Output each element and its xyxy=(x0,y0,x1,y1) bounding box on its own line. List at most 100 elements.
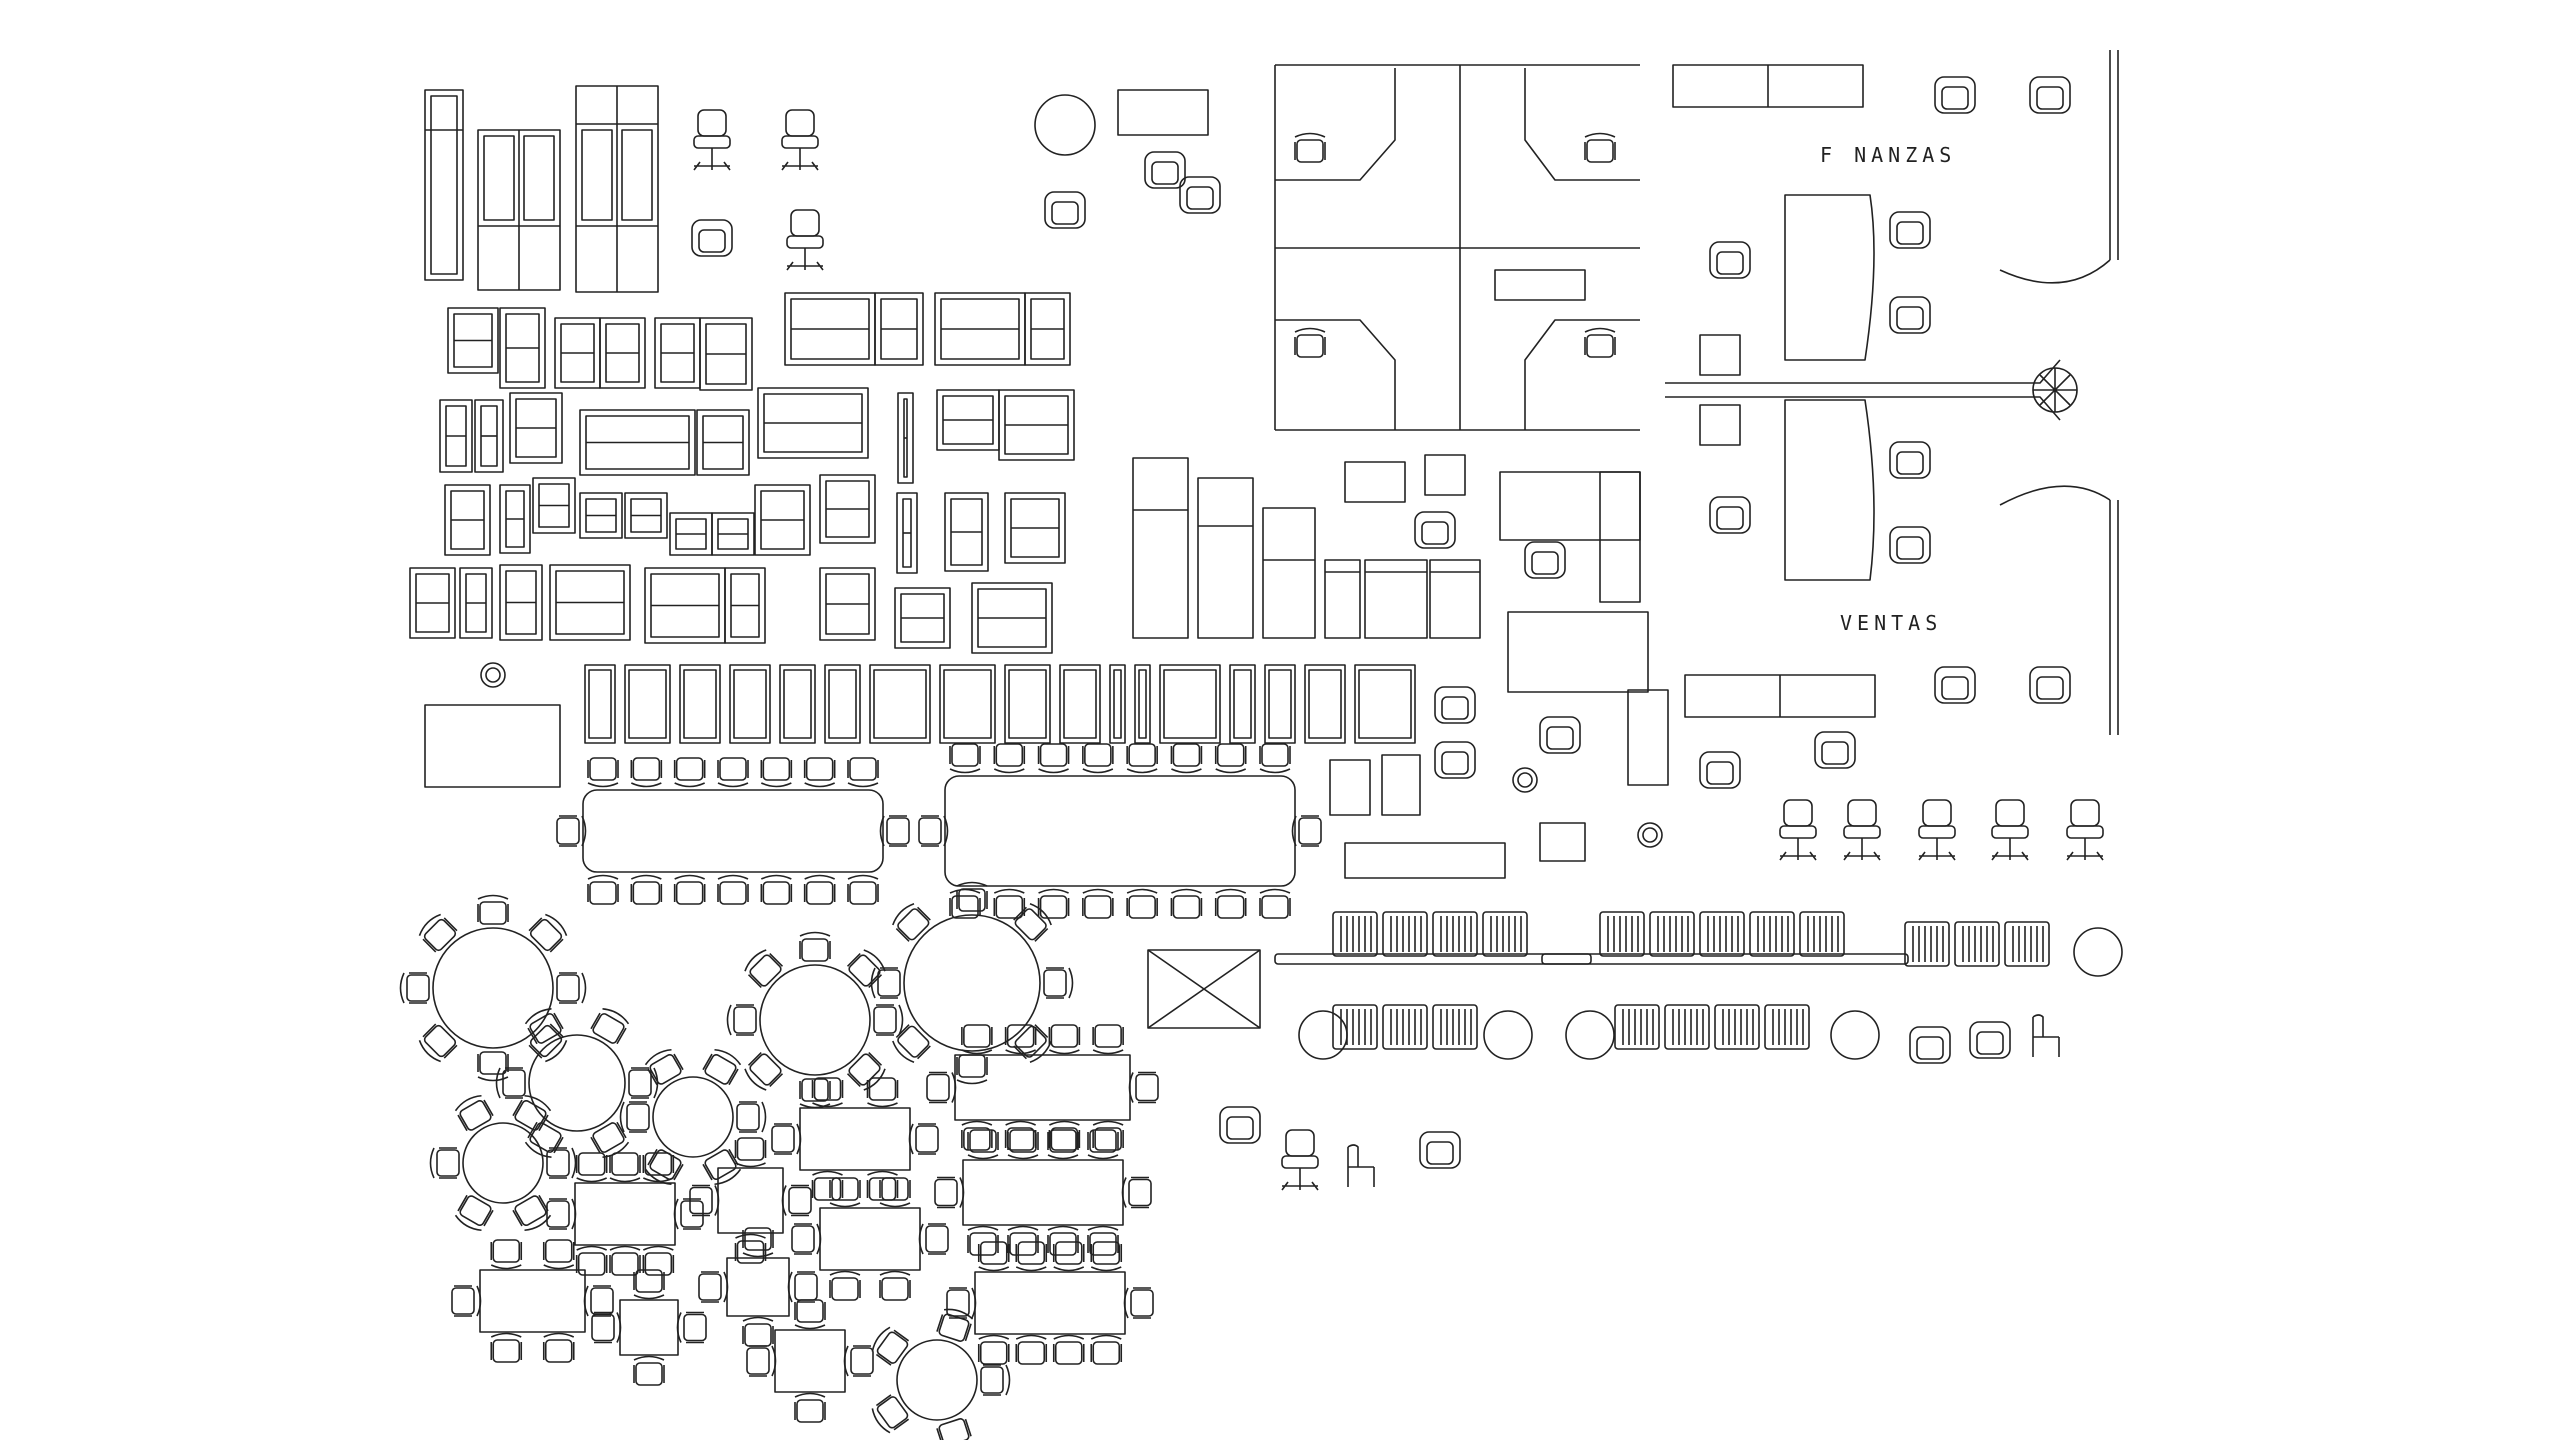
chair-icon xyxy=(451,1285,482,1317)
table-icon xyxy=(771,1077,939,1201)
chair-icon xyxy=(1015,1334,1048,1365)
cabinet-icon xyxy=(579,409,696,476)
bench-seat-icon xyxy=(2004,921,2050,967)
bench-seat-icon xyxy=(1664,1004,1710,1050)
bench-icon xyxy=(1274,911,1592,965)
cabinet-icon xyxy=(939,664,996,744)
executive-chairs xyxy=(691,109,824,271)
chair-icon xyxy=(803,757,836,788)
room-label-finanzas: F NANZAS xyxy=(1820,143,1956,167)
table-icon xyxy=(791,1177,949,1301)
potted-plant-icon xyxy=(2032,367,2078,413)
chair-icon xyxy=(741,1050,785,1094)
table-icon xyxy=(689,1137,812,1264)
chair-icon xyxy=(1126,743,1158,774)
table-icon xyxy=(429,1091,577,1235)
bench-seat-icon xyxy=(1599,911,1645,957)
cabinet-icon xyxy=(444,484,491,556)
chair-icon xyxy=(587,757,619,788)
chair-icon xyxy=(868,1324,912,1368)
chair-icon xyxy=(542,1239,575,1270)
chair-icon xyxy=(628,1067,659,1099)
chair-icon xyxy=(526,1021,570,1065)
chair-icon xyxy=(490,1239,523,1270)
chair-icon xyxy=(829,1270,861,1301)
cabinet-icon xyxy=(754,484,811,556)
chair-icon xyxy=(495,1067,526,1099)
chair-icon xyxy=(399,972,430,1004)
bench-seat-icon xyxy=(1904,921,1950,967)
cabinet-icon xyxy=(499,307,546,389)
waiting-bench-seating xyxy=(1274,911,2123,1060)
chair-icon xyxy=(741,946,785,990)
bench-seat-icon xyxy=(1649,911,1695,957)
table-icon xyxy=(619,1045,767,1189)
chair-icon xyxy=(416,1021,460,1065)
cabinet-icon xyxy=(1004,664,1051,744)
chair-icon xyxy=(583,1285,614,1317)
chair-icon xyxy=(868,1392,912,1436)
chair-icon xyxy=(609,1245,641,1276)
cabinet-icon xyxy=(644,567,726,644)
tall-cabinets xyxy=(424,85,659,293)
cabinet-icon xyxy=(654,317,701,389)
cabinet-icon xyxy=(509,392,563,464)
cabinet-icon xyxy=(971,582,1053,654)
chair-icon xyxy=(746,1345,777,1377)
chair-icon xyxy=(1121,1176,1152,1209)
cabinet-icon xyxy=(944,492,989,572)
table-icon xyxy=(556,757,910,905)
chair-icon xyxy=(556,972,587,1004)
chair-icon xyxy=(961,1120,993,1151)
ottoman-icon xyxy=(1483,1010,1533,1060)
bench-icon xyxy=(1904,921,2050,967)
cabinet-icon xyxy=(679,664,721,744)
bench-seat-icon xyxy=(1482,911,1528,957)
cabinet-icon xyxy=(1364,559,1428,639)
cabinet-icon xyxy=(874,292,924,366)
chair-icon xyxy=(967,1225,999,1256)
bench-icon xyxy=(1541,911,1909,965)
table-icon xyxy=(495,1004,659,1162)
dining-table-sets xyxy=(399,881,1159,1440)
bench-seat-icon xyxy=(1764,1004,1810,1050)
chair-icon xyxy=(1214,743,1247,774)
chair-icon xyxy=(934,1176,965,1209)
cabinet-icon xyxy=(819,567,876,641)
chair-icon xyxy=(935,1305,975,1344)
cabinet-icon xyxy=(894,587,951,649)
chair-icon xyxy=(980,1364,1011,1396)
cabinet-icon xyxy=(896,492,918,574)
chair-icon xyxy=(993,743,1026,774)
cabinet-icon xyxy=(584,664,616,744)
cabinet-icon xyxy=(824,664,861,744)
chair-icon xyxy=(956,1054,988,1085)
cabinet-icon xyxy=(897,392,914,484)
table-icon xyxy=(746,1299,874,1423)
chair-icon xyxy=(609,1152,641,1183)
office-finanzas-ventas: F NANZAS VENTAS xyxy=(1665,50,2119,735)
conference-tables xyxy=(556,743,1322,919)
chair-icon xyxy=(698,1271,729,1303)
cabinet-icon xyxy=(998,389,1075,461)
chair-icon xyxy=(1170,888,1203,919)
chair-icon xyxy=(949,888,981,919)
cabinet-icon xyxy=(599,317,646,389)
refrigerators xyxy=(1132,457,1316,639)
chair-icon xyxy=(843,1345,874,1377)
chair-icon xyxy=(717,874,749,905)
chair-icon xyxy=(416,911,460,955)
chair-icon xyxy=(477,894,509,925)
table-icon xyxy=(451,1239,614,1363)
cabinet-icon xyxy=(1159,664,1221,744)
cabinet-icon xyxy=(936,389,1000,451)
lounge-chairs xyxy=(424,454,1856,879)
bench-seat-icon xyxy=(1799,911,1845,957)
chair-icon xyxy=(1259,888,1291,919)
chair-icon xyxy=(977,1241,1010,1272)
chair-icon xyxy=(619,1101,650,1133)
chair-icon xyxy=(726,1004,757,1036)
chair-icon xyxy=(1037,888,1070,919)
